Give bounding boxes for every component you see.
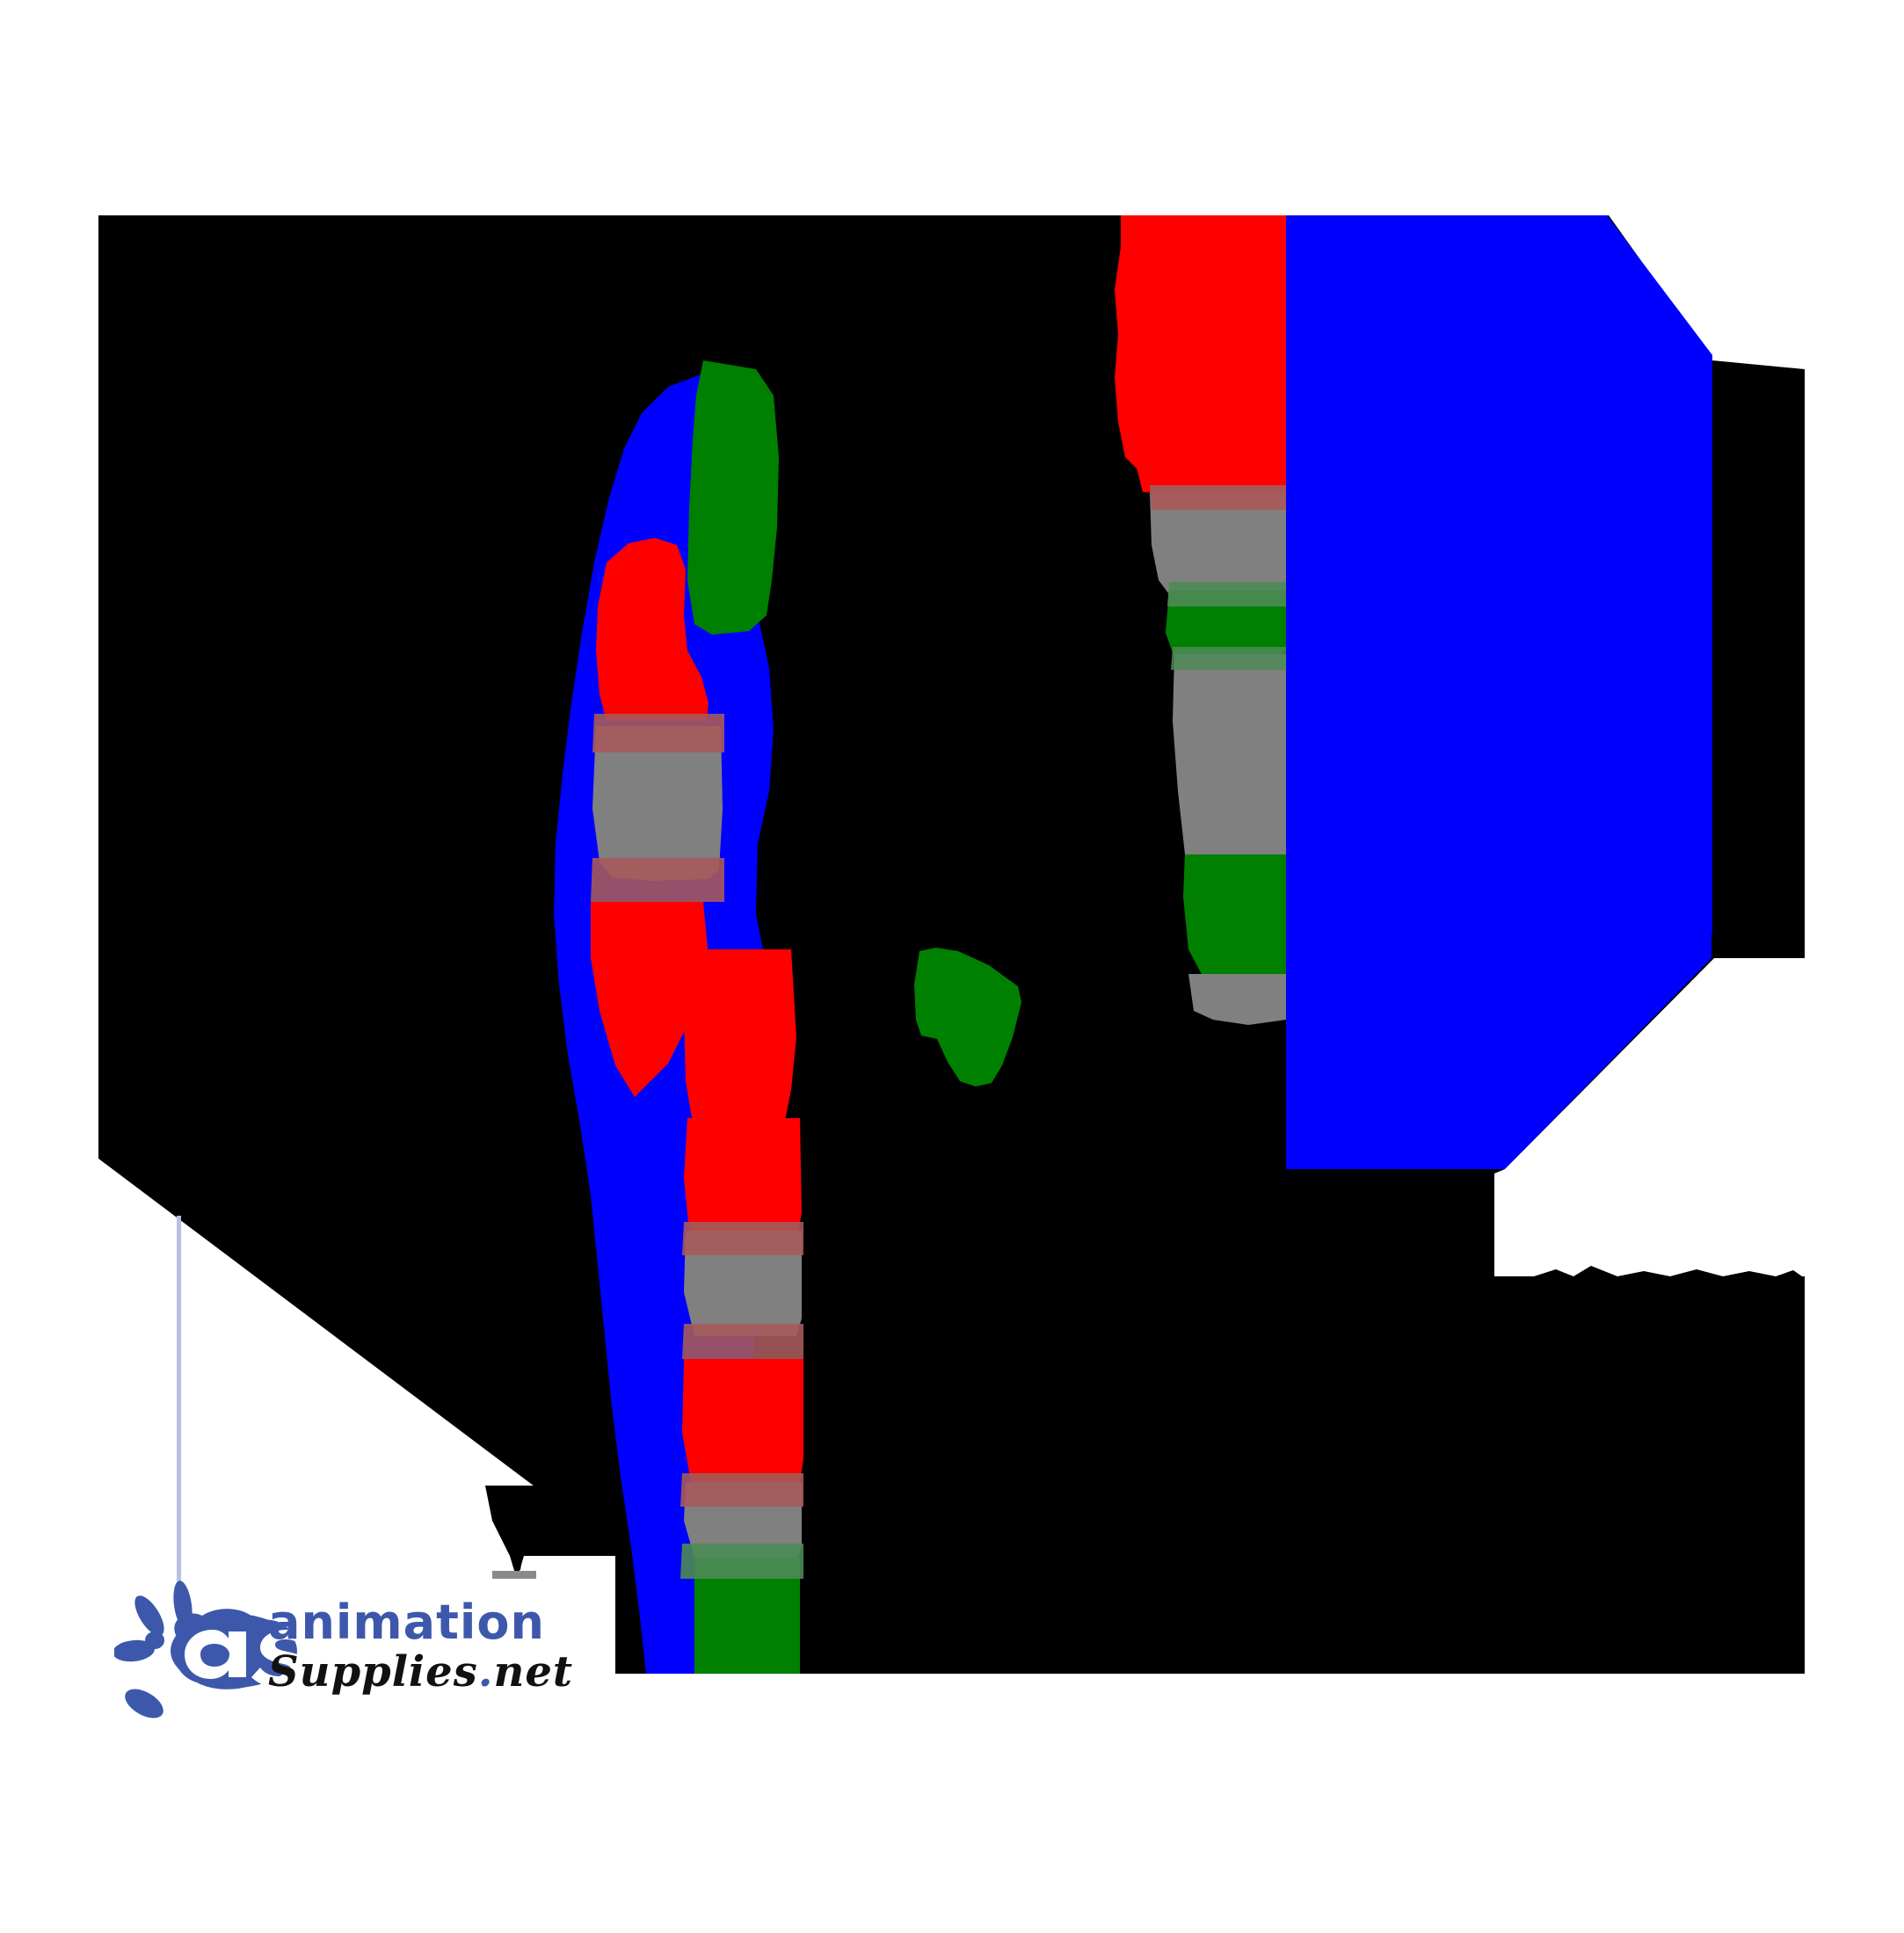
blue-board-main (1286, 215, 1712, 1159)
gray-ferrule-center-1 (684, 1231, 802, 1336)
green-gray-blend-center (680, 1544, 803, 1579)
red-brush-handle-right (1115, 215, 1286, 492)
gray-ferrule-right-lower (1173, 654, 1286, 865)
white-lower-right-block (1505, 1169, 1805, 1276)
green-highlight-blob (914, 948, 1021, 1086)
red-gray-blend-left-bottom (591, 858, 724, 902)
watermark-dot: . (477, 1647, 494, 1697)
green-band-right-lower (1183, 854, 1286, 981)
red-gray-blend-right-top (1150, 485, 1286, 510)
watermark-line2-text: Supplies (268, 1647, 478, 1697)
easel-support-wire (177, 1216, 181, 1581)
red-brush-handle-center-3 (682, 1359, 803, 1482)
logo-letters-as (185, 1630, 311, 1688)
green-gray-blend-right-2 (1171, 647, 1286, 670)
red-gray-blend-center-1b (682, 1324, 803, 1359)
easel-leg-foot (492, 1571, 536, 1579)
blue-board-bevel-top (1609, 215, 1805, 369)
red-brush-handle-center-2 (684, 1118, 802, 1231)
white-notch-right (1494, 1169, 1505, 1276)
green-gray-blend-right (1167, 582, 1286, 607)
watermark-logo: animation Supplies.net (114, 1573, 572, 1736)
red-gray-blend-left-top (592, 714, 724, 752)
white-diagonal-wedge-2 (98, 1159, 615, 1674)
red-brush-handle-center (684, 949, 796, 1134)
red-gray-blend-center-1a (682, 1222, 803, 1255)
red-brush-blob-upper (596, 538, 709, 721)
watermark-line1: animation (268, 1595, 545, 1650)
easel-leg-spike (510, 1547, 524, 1570)
red-brush-handle-right-lower (1134, 457, 1286, 492)
green-brush-handle-center (687, 360, 779, 635)
gray-brush-tip-right (1188, 974, 1286, 1025)
blue-board-bevel-bottom (1505, 958, 1805, 1169)
red-gray-blend-center-2a (680, 1473, 803, 1507)
red-brush-blob-lower (591, 902, 709, 1097)
green-band-right (1166, 591, 1286, 661)
watermark-line2: Supplies.net (268, 1647, 573, 1697)
gray-ferrule-left-upper (592, 726, 723, 881)
watermark-tld: net (493, 1647, 574, 1697)
gray-ferrule-right-upper (1150, 492, 1286, 596)
